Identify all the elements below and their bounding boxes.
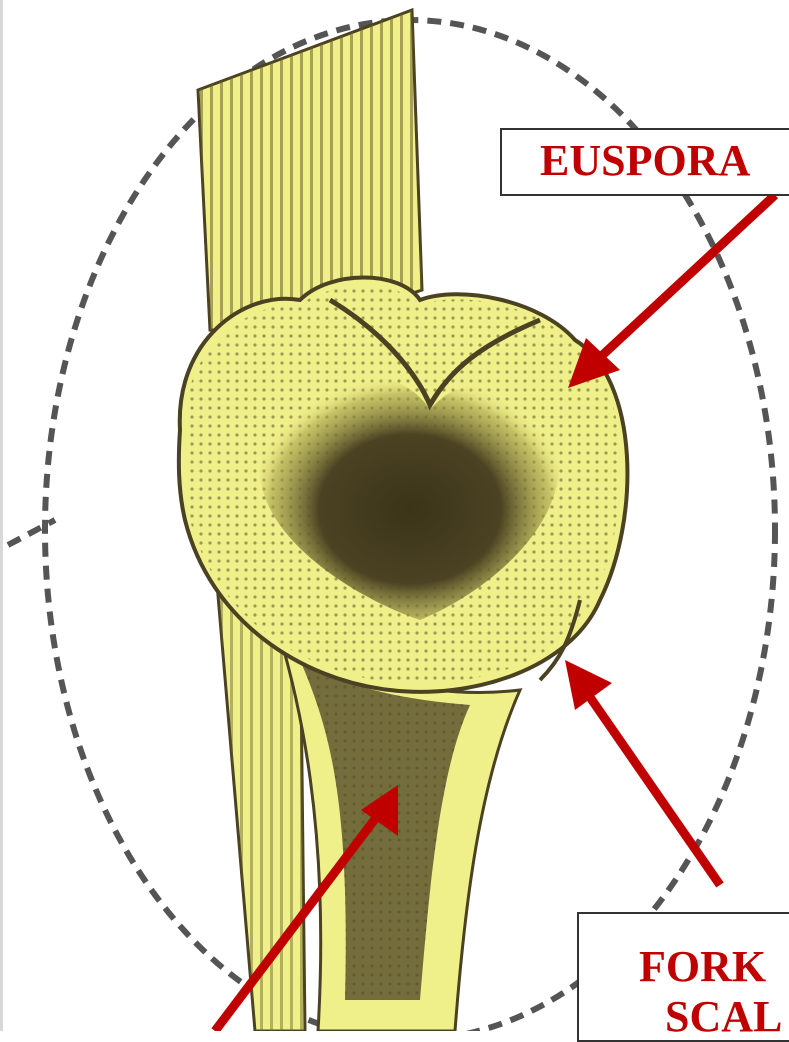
label-euspora-text: EUSPORA bbox=[540, 136, 750, 185]
label-fork: FORK SCAL bbox=[577, 912, 789, 1042]
arrow-to-synangium bbox=[568, 195, 775, 388]
arrow-to-fork bbox=[565, 660, 720, 885]
label-fork-line2: SCAL bbox=[639, 992, 789, 1042]
label-fork-line1: FORK bbox=[639, 942, 789, 992]
label-euspora: EUSPORA bbox=[500, 128, 789, 196]
